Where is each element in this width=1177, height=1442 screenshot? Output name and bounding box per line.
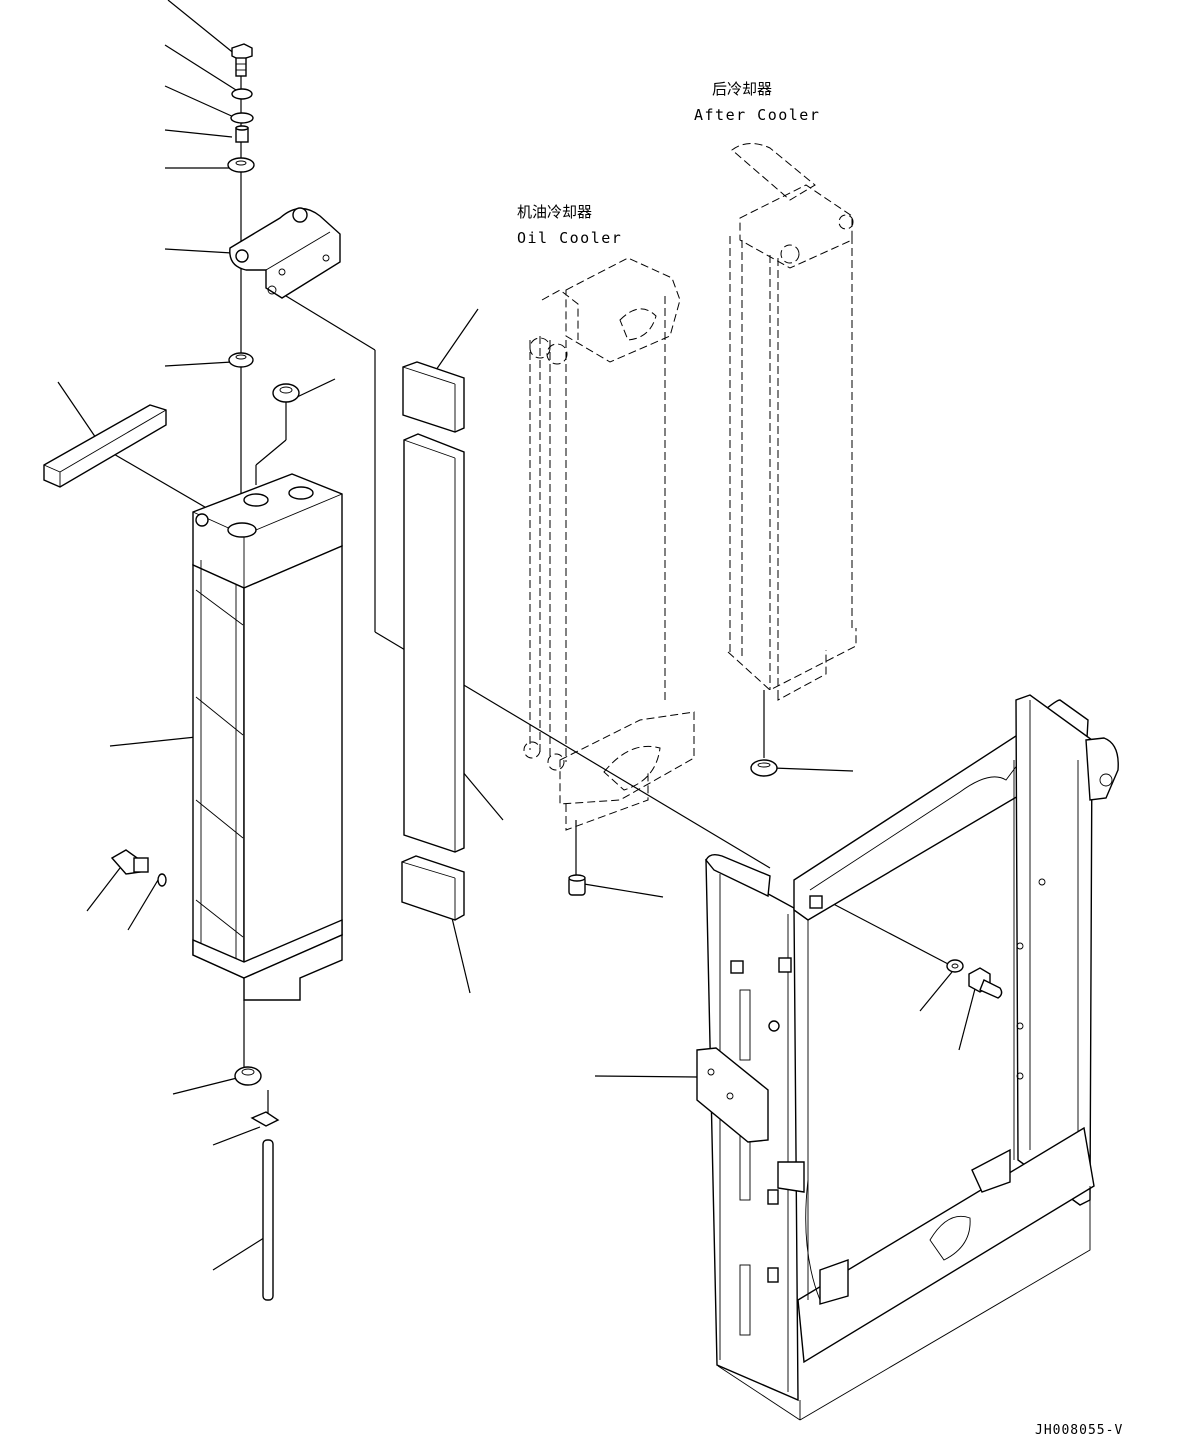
foam-seal-long bbox=[403, 433, 465, 853]
drain-valve bbox=[110, 849, 149, 875]
frame-bolt bbox=[968, 967, 1003, 999]
rubber-mount-top bbox=[227, 157, 255, 173]
radiator-cap bbox=[272, 383, 300, 403]
washer-2 bbox=[230, 112, 254, 124]
foam-seal-bottom bbox=[401, 855, 465, 921]
radiator-top-bracket bbox=[229, 207, 341, 299]
leader-lines bbox=[57, 0, 977, 1271]
radiator-core bbox=[192, 473, 343, 1001]
foam-seal-top bbox=[402, 361, 465, 433]
grommet bbox=[228, 352, 254, 368]
drain-hose bbox=[262, 1139, 274, 1301]
oil-cooler-label-en: Oil Cooler bbox=[517, 229, 622, 247]
oil-cooler bbox=[523, 257, 695, 831]
seal-strip bbox=[43, 404, 167, 488]
cooling-frame bbox=[696, 694, 1119, 1421]
frame-washer bbox=[946, 959, 964, 973]
bolt-top bbox=[231, 43, 253, 77]
clip bbox=[250, 1111, 280, 1127]
oil-cooler-plug bbox=[568, 874, 586, 896]
washer-1 bbox=[231, 88, 253, 100]
drawing-code: JH008055-V bbox=[1035, 1423, 1123, 1438]
oil-cooler-label-cn: 机油冷却器 bbox=[517, 203, 592, 221]
after-cooler-label-cn: 后冷却器 bbox=[712, 80, 772, 98]
spacer-collar bbox=[235, 125, 249, 143]
after-cooler-mount bbox=[750, 759, 778, 777]
o-ring-small bbox=[157, 873, 167, 887]
rubber-mount-bottom bbox=[234, 1066, 262, 1086]
after-cooler-label-en: After Cooler bbox=[694, 106, 820, 124]
after-cooler bbox=[727, 143, 857, 701]
